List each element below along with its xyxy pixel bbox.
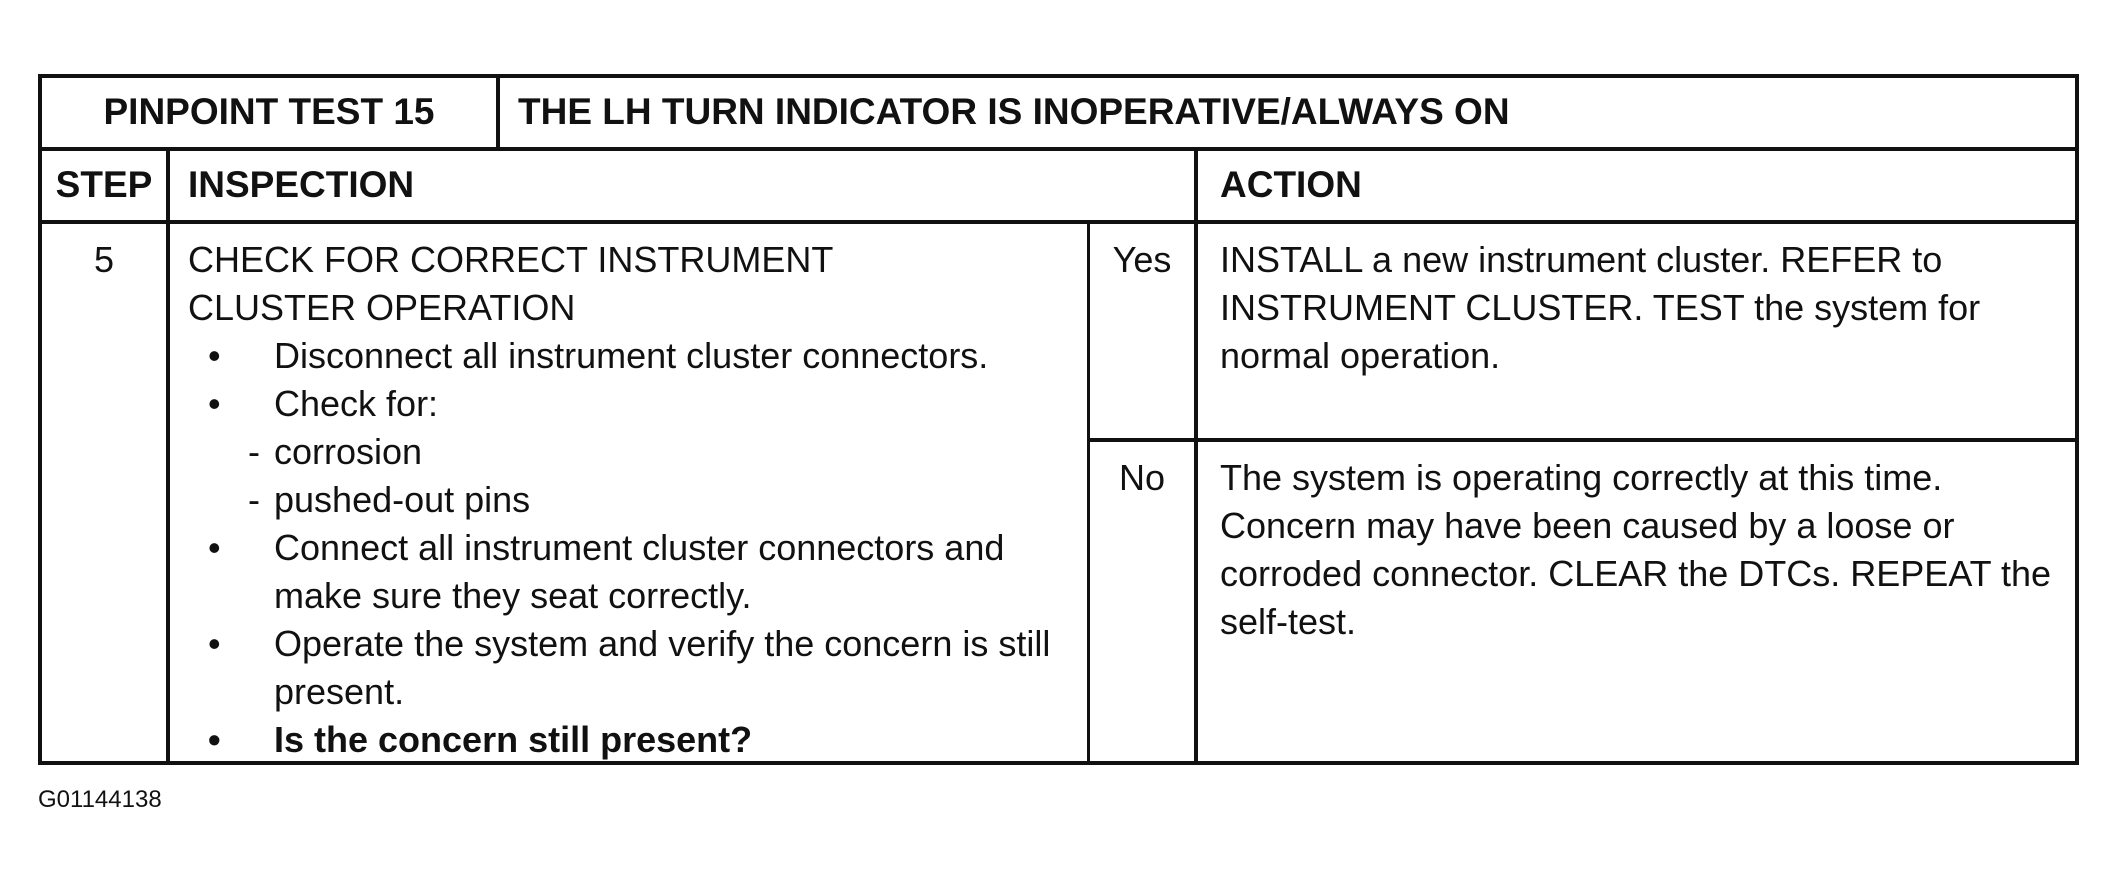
check-for-item: pushed-out pins	[228, 476, 1078, 524]
figure-code: G01144138	[38, 786, 162, 813]
column-action: ACTION	[1220, 164, 1362, 205]
check-for-list: corrosion pushed-out pins	[228, 428, 1078, 524]
result-no-label: No	[1118, 457, 1166, 498]
result-yes-label: Yes	[1112, 239, 1172, 280]
inspection-content: CHECK FOR CORRECT INSTRUMENT CLUSTER OPE…	[188, 236, 1078, 764]
rule-columns-bottom	[42, 220, 2075, 224]
inspection-steps: Disconnect all instrument cluster connec…	[188, 332, 1078, 764]
rule-title-divider	[496, 78, 500, 147]
column-step: STEP	[55, 164, 153, 205]
pinpoint-test-table: PINPOINT TEST 15 THE LH TURN INDICATOR I…	[38, 74, 2079, 765]
inspection-item: Check for: corrosion pushed-out pins	[188, 380, 1078, 524]
rule-action-divider	[1194, 147, 1198, 761]
rule-step-divider	[166, 147, 170, 761]
action-yes: INSTALL a new instrument cluster. REFER …	[1220, 239, 1981, 376]
inspection-question: Is the concern still present?	[188, 716, 1078, 764]
step-number: 5	[93, 239, 115, 280]
test-title: THE LH TURN INDICATOR IS INOPERATIVE/ALW…	[518, 91, 1510, 132]
test-label: PINPOINT TEST 15	[103, 91, 435, 132]
rule-header-bottom	[42, 147, 2075, 151]
inspection-item: Operate the system and verify the concer…	[188, 620, 1078, 716]
check-for-item: corrosion	[228, 428, 1078, 476]
action-no: The system is operating correctly at thi…	[1220, 457, 2052, 642]
rule-result-divider	[1087, 220, 1090, 761]
column-inspection: INSPECTION	[188, 164, 415, 205]
inspection-item: Connect all instrument cluster connector…	[188, 524, 1078, 620]
inspection-item: Disconnect all instrument cluster connec…	[188, 332, 1078, 380]
inspection-title: CHECK FOR CORRECT INSTRUMENT CLUSTER OPE…	[188, 239, 833, 328]
rule-yes-no-divider	[1087, 438, 2075, 442]
